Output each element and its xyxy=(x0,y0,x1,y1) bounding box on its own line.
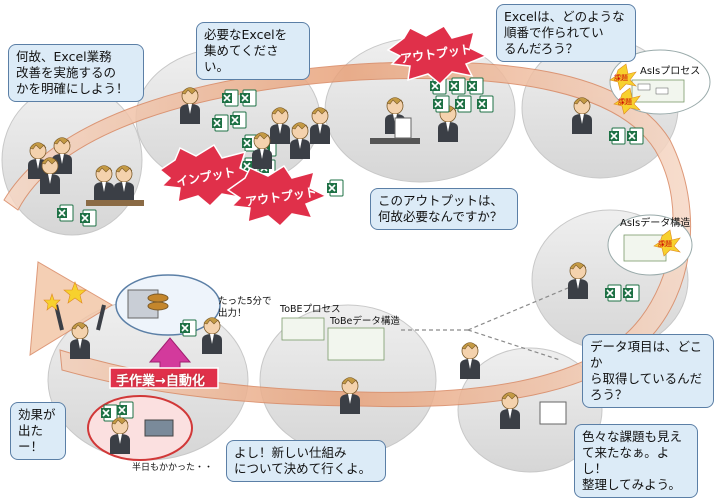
dashed-connectors xyxy=(400,284,576,361)
issues-scene xyxy=(459,342,567,430)
automation-scene xyxy=(43,274,223,461)
asis-data-issue-tag: 課題 xyxy=(658,240,672,248)
asis-process-issue-tag-1: 課題 xyxy=(614,74,628,82)
bubble-collect-excel: 必要なExcelを 集めてください。 xyxy=(196,22,310,80)
automation-banner xyxy=(109,367,219,389)
bubble-why-output-needed: このアウトプットは、 何故必要なんですか？ xyxy=(370,188,518,230)
bubble-excel-how-made: Excelは、どのような 順番で作られてい るんだろう？ xyxy=(496,4,636,62)
asis-data-label: AsIsデータ構造 xyxy=(620,218,691,229)
tobe-scene xyxy=(281,317,385,415)
bubble-why-improve: 何故、Excel業務 改善を実施するの かを明確にしよう！ xyxy=(8,44,144,102)
bubble-data-source: データ項目は、どこか ら取得しているんだ ろう？ xyxy=(582,334,714,408)
group-meeting xyxy=(27,137,144,227)
half-day-label: 半日もかかった・・ xyxy=(132,463,214,473)
output-burst-left xyxy=(226,164,328,228)
asis-process-label: AsIsプロセス xyxy=(640,66,701,77)
bubble-new-mechanism: よし！新しい仕組み について決めて行くよ。 xyxy=(226,440,386,482)
tobe-data-label: ToBeデータ構造 xyxy=(330,316,400,327)
output-burst-top xyxy=(386,25,488,86)
asis-process-scene xyxy=(571,49,711,145)
bubble-effect: 効果が 出たー！ xyxy=(10,402,66,460)
asis-data-scene xyxy=(567,214,693,302)
automation-label: 手作業→自動化 xyxy=(116,374,205,389)
bubble-issues-visible: 色々な課題も見え て来たなぁ。よし！ 整理してみよう。 xyxy=(574,424,698,498)
tobe-process-label: ToBEプロセス xyxy=(280,304,341,315)
five-minutes-label: たった5分で 出力！ xyxy=(218,296,272,319)
asis-process-issue-tag-2: 課題 xyxy=(618,98,632,106)
interview-scene xyxy=(370,77,494,144)
